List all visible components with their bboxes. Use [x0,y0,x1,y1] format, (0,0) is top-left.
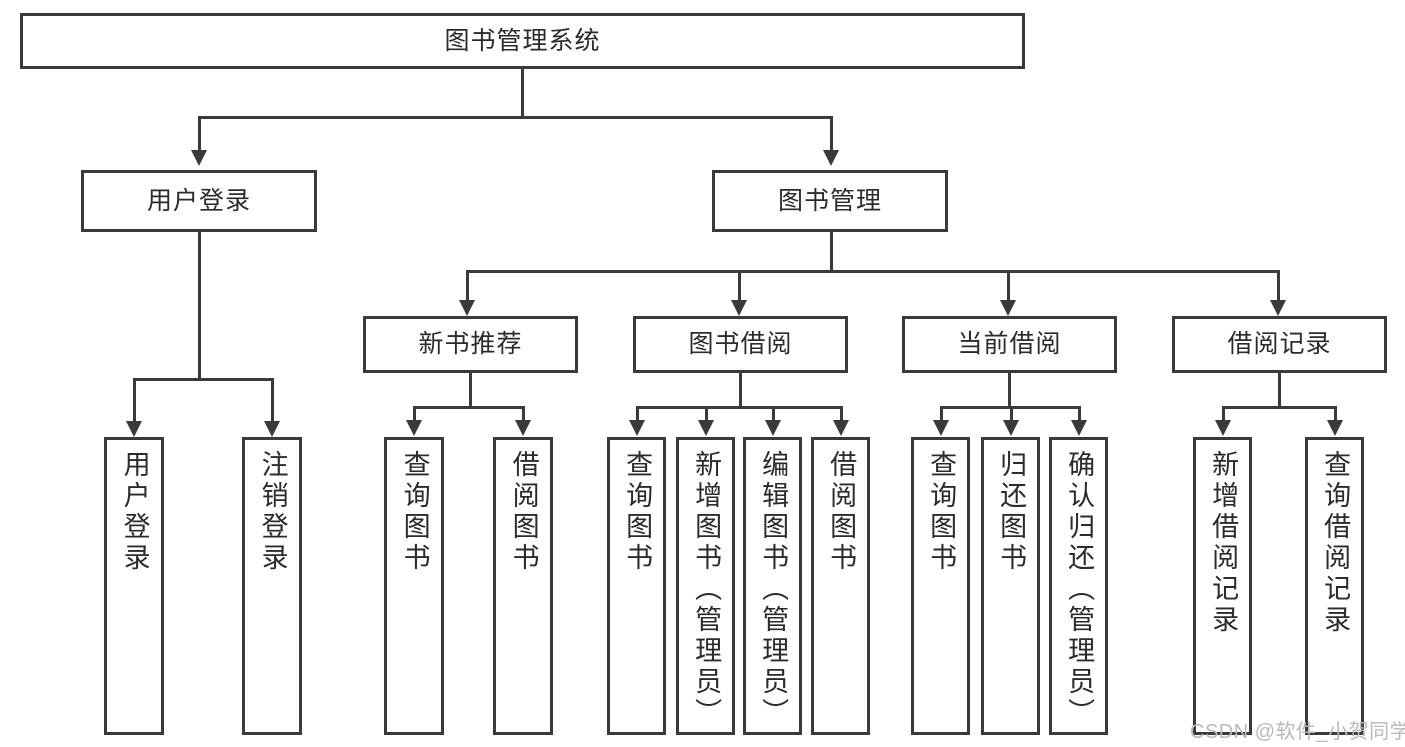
connector-new-book-bus [413,406,525,409]
connector-book-manage-bus [466,270,1280,273]
leaf-user-login-login-label: 用户登录 [119,450,150,574]
leaf-book-borrow-add-label: 新增图书（管理员） [691,450,722,729]
connector-book-borrow-leaf-1 [636,406,639,422]
leaf-book-borrow-borrow-label: 借阅图书 [826,450,857,574]
arrow-book-borrow-leaf-3 [765,420,781,436]
arrow-user-login-leaf-2 [264,421,280,437]
node-borrow-record[interactable]: 借阅记录 [1172,316,1387,373]
leaf-new-book-borrow-label: 借阅图书 [508,450,539,574]
connector-borrow-record-stem [1278,373,1281,406]
leaf-borrow-record-add[interactable]: 新增借阅记录 [1193,437,1252,735]
arrow-book-manage-to-borrow [731,300,747,316]
connector-borrow-record-bus [1222,406,1337,409]
connector-book-manage-to-new-book [466,270,469,302]
arrow-new-book-leaf-1 [406,420,422,436]
node-user-login-label: 用户登录 [146,186,251,215]
connector-root-to-user-login [198,116,201,152]
leaf-book-borrow-add[interactable]: 新增图书（管理员） [676,437,735,735]
leaf-new-book-query[interactable]: 查询图书 [384,437,444,735]
connector-book-borrow-stem [739,373,742,406]
connector-book-manage-stem [830,232,833,270]
connector-book-manage-to-record [1277,270,1280,302]
arrow-user-login-leaf-1 [126,421,142,437]
connector-user-login-leaf-1 [133,378,136,423]
arrow-root-to-user-login [191,150,207,166]
leaf-book-borrow-query-label: 查询图书 [622,450,653,574]
leaf-current-borrow-confirm[interactable]: 确认归还（管理员） [1049,437,1108,735]
arrow-borrow-record-leaf-2 [1327,420,1343,436]
leaf-user-login-logout[interactable]: 注销登录 [242,437,302,735]
arrow-book-manage-to-record [1270,300,1286,316]
connector-book-borrow-bus [636,406,842,409]
arrow-current-borrow-leaf-1 [933,420,949,436]
connector-root-to-book-manage [830,116,833,152]
leaf-borrow-record-query-label: 查询借阅记录 [1320,450,1351,636]
leaf-user-login-logout-label: 注销登录 [257,450,288,574]
arrow-current-borrow-leaf-2 [1003,420,1019,436]
connector-current-borrow-leaf-1 [940,406,943,422]
arrow-book-borrow-leaf-4 [833,420,849,436]
connector-current-borrow-stem [1008,373,1011,406]
leaf-book-borrow-query[interactable]: 查询图书 [607,437,666,735]
leaf-book-borrow-edit[interactable]: 编辑图书（管理员） [743,437,802,735]
connector-root-bus [198,116,833,119]
leaf-borrow-record-add-label: 新增借阅记录 [1208,450,1239,636]
node-book-borrow-label: 图书借阅 [688,330,793,358]
node-root-label: 图书管理系统 [444,26,601,55]
connector-new-book-leaf-2 [522,406,525,422]
connector-current-borrow-leaf-3 [1078,406,1081,422]
leaf-current-borrow-query[interactable]: 查询图书 [911,437,970,735]
connector-book-borrow-leaf-2 [705,406,708,422]
leaf-book-borrow-borrow[interactable]: 借阅图书 [811,437,870,735]
node-book-manage-label: 图书管理 [777,186,882,215]
node-new-book-recommend[interactable]: 新书推荐 [363,316,578,373]
watermark-text: CSDN @软件_小贺同学 [1190,721,1405,743]
arrow-root-to-book-manage [823,150,839,166]
connector-root-stem [521,69,524,116]
node-user-login[interactable]: 用户登录 [81,170,317,232]
connector-book-manage-to-borrow [738,270,741,302]
arrow-book-manage-to-new-book [459,300,475,316]
leaf-current-borrow-return-label: 归还图书 [996,450,1027,574]
arrow-current-borrow-leaf-3 [1071,420,1087,436]
arrow-borrow-record-leaf-1 [1215,420,1231,436]
leaf-new-book-borrow[interactable]: 借阅图书 [493,437,553,735]
leaf-current-borrow-confirm-label: 确认归还（管理员） [1064,450,1095,729]
leaf-current-borrow-query-label: 查询图书 [926,450,957,574]
connector-book-borrow-leaf-4 [840,406,843,422]
arrow-book-borrow-leaf-1 [629,420,645,436]
leaf-borrow-record-query[interactable]: 查询借阅记录 [1305,437,1364,735]
connector-new-book-leaf-1 [413,406,416,422]
arrow-new-book-leaf-2 [515,420,531,436]
node-root[interactable]: 图书管理系统 [20,13,1025,69]
node-new-book-recommend-label: 新书推荐 [418,330,523,358]
arrow-book-manage-to-current [1000,300,1016,316]
connector-user-login-stem [198,232,201,378]
leaf-current-borrow-return[interactable]: 归还图书 [981,437,1040,735]
connector-user-login-bus [133,378,274,381]
leaf-book-borrow-edit-label: 编辑图书（管理员） [758,450,789,729]
connector-book-manage-to-current [1007,270,1010,302]
leaf-user-login-login[interactable]: 用户登录 [104,437,164,735]
connector-borrow-record-leaf-1 [1222,406,1225,422]
node-book-borrow[interactable]: 图书借阅 [633,316,848,373]
connector-user-login-leaf-2 [271,378,274,423]
node-current-borrow[interactable]: 当前借阅 [902,316,1117,373]
node-current-borrow-label: 当前借阅 [957,330,1062,358]
arrow-book-borrow-leaf-2 [698,420,714,436]
leaf-new-book-query-label: 查询图书 [399,450,430,574]
connector-borrow-record-leaf-2 [1334,406,1337,422]
node-book-manage[interactable]: 图书管理 [712,170,948,232]
connector-current-borrow-leaf-2 [1010,406,1013,422]
node-borrow-record-label: 借阅记录 [1227,330,1332,358]
connector-new-book-stem [469,373,472,406]
connector-book-borrow-leaf-3 [772,406,775,422]
